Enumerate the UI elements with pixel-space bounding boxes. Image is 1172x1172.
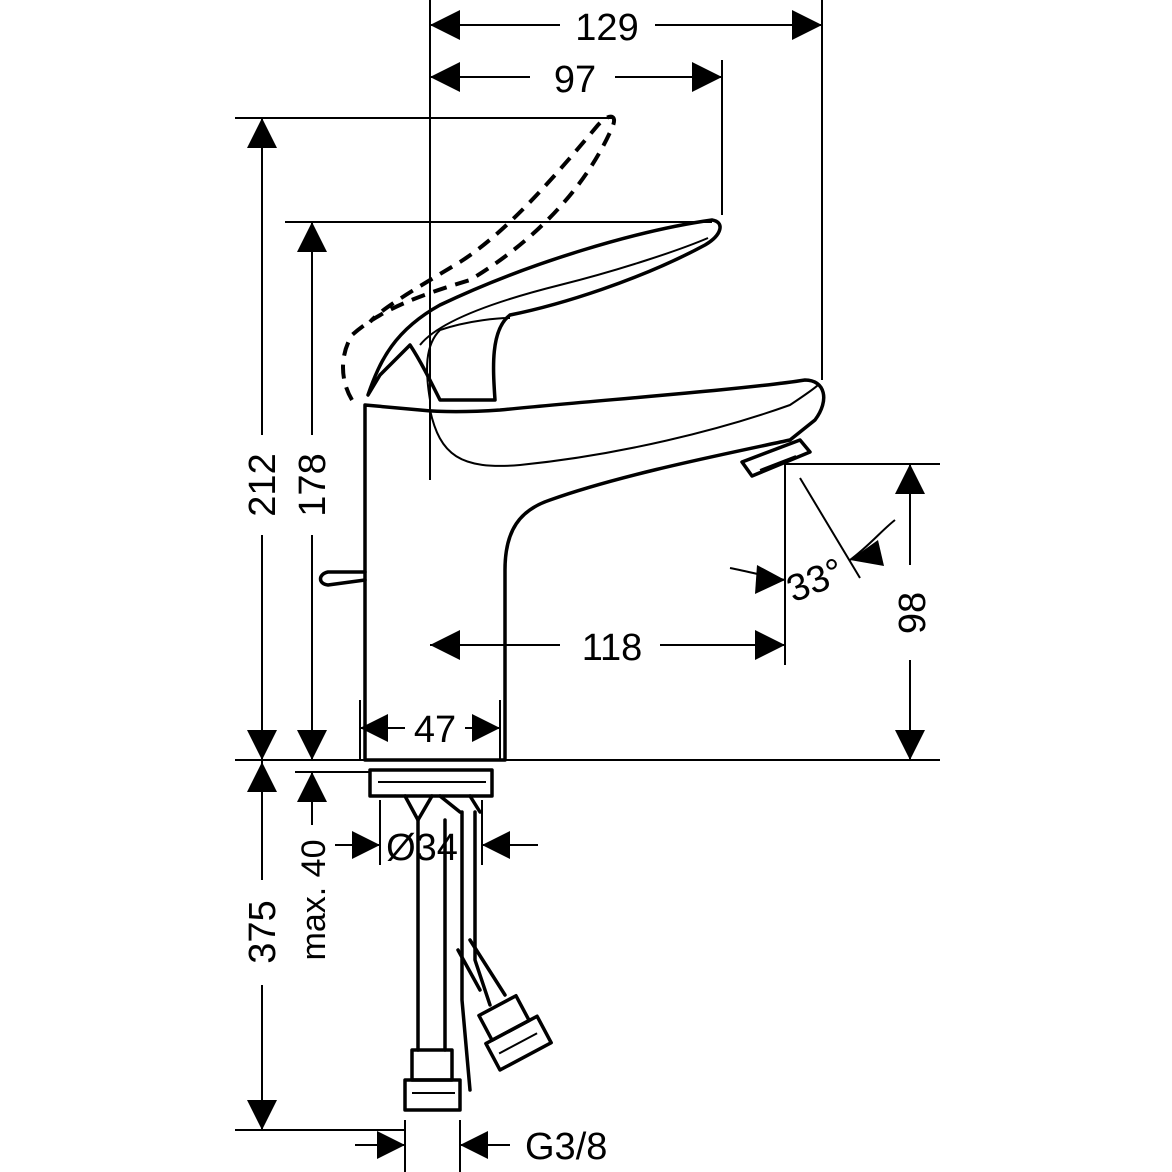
left-hose-fitting	[403, 1078, 462, 1112]
lever-inner-line-2	[426, 317, 511, 401]
arrow-left	[360, 714, 388, 742]
dim-label: 129	[575, 7, 638, 49]
dim-label: 212	[242, 453, 284, 516]
dim-hole-diameter: Ø34	[335, 827, 538, 869]
arrow-top	[297, 222, 327, 252]
arrow-left	[430, 62, 460, 92]
dim-max-height: 212	[242, 118, 284, 760]
lever-inner-line	[419, 237, 709, 346]
dim-label: 47	[414, 709, 456, 751]
aerator	[740, 438, 812, 478]
arrow-angle-right	[850, 540, 884, 566]
arrow-right	[755, 630, 785, 660]
lever-raised-position	[341, 114, 617, 402]
dim-label: 118	[582, 627, 643, 669]
arrow-top	[247, 762, 277, 792]
dim-countertop-thickness: max. 40	[295, 772, 333, 960]
arrow-right	[460, 1131, 488, 1159]
right-fitting-line	[498, 1032, 538, 1055]
hose-right	[456, 938, 507, 997]
spout-highlight	[429, 384, 819, 467]
dim-label: Ø34	[386, 827, 458, 869]
dim-label: 33°	[781, 551, 850, 611]
dim-lever-reach: 97	[430, 59, 722, 101]
arrow-bottom	[247, 1100, 277, 1130]
angle-ray	[799, 477, 861, 579]
arrow-left	[430, 630, 460, 660]
arrow-right	[482, 831, 510, 859]
hose-middle	[460, 810, 492, 1092]
arrow-right	[692, 62, 722, 92]
arrow-right	[792, 10, 822, 40]
popup-rod	[318, 570, 367, 587]
right-hose-fitting-group	[477, 994, 553, 1072]
arrow-bottom	[247, 730, 277, 760]
faucet-body	[363, 378, 826, 762]
aerator-line	[759, 455, 797, 471]
hose-left	[416, 818, 447, 1052]
left-hose-nut	[410, 1048, 454, 1082]
angle-arc-right	[849, 519, 896, 561]
dim-label: 98	[892, 592, 934, 634]
arrow-left	[352, 831, 380, 859]
dim-label: max. 40	[295, 840, 333, 961]
dim-spout-angle: 33°	[729, 519, 896, 611]
dim-spout-height: 98	[892, 464, 934, 760]
arrow-top	[247, 118, 277, 148]
dim-connection-thread: G3/8	[355, 1126, 607, 1168]
arrow-top	[895, 464, 925, 494]
right-hose-nut	[477, 994, 531, 1042]
arrow-top	[297, 772, 327, 802]
extension-lines	[235, 0, 940, 1172]
dim-label: G3/8	[525, 1126, 607, 1168]
shank	[403, 794, 482, 822]
dim-body-width: 47	[360, 709, 500, 751]
arrow-bottom	[297, 730, 327, 760]
dim-hose-length: 375	[242, 760, 284, 1130]
dim-label: 178	[292, 453, 334, 516]
arrow-right	[472, 714, 500, 742]
dim-label: 375	[242, 900, 284, 963]
arrow-angle-left	[755, 565, 785, 594]
faucet-outline	[318, 114, 826, 1112]
dim-spout-reach: 118	[430, 627, 785, 669]
lever-handle	[366, 218, 722, 402]
arrow-left	[430, 10, 460, 40]
dim-total-width: 129	[430, 7, 822, 49]
arrow-left	[377, 1131, 405, 1159]
arrow-bottom	[895, 730, 925, 760]
dim-label: 97	[554, 59, 596, 101]
dim-lever-height: 178	[292, 222, 334, 760]
